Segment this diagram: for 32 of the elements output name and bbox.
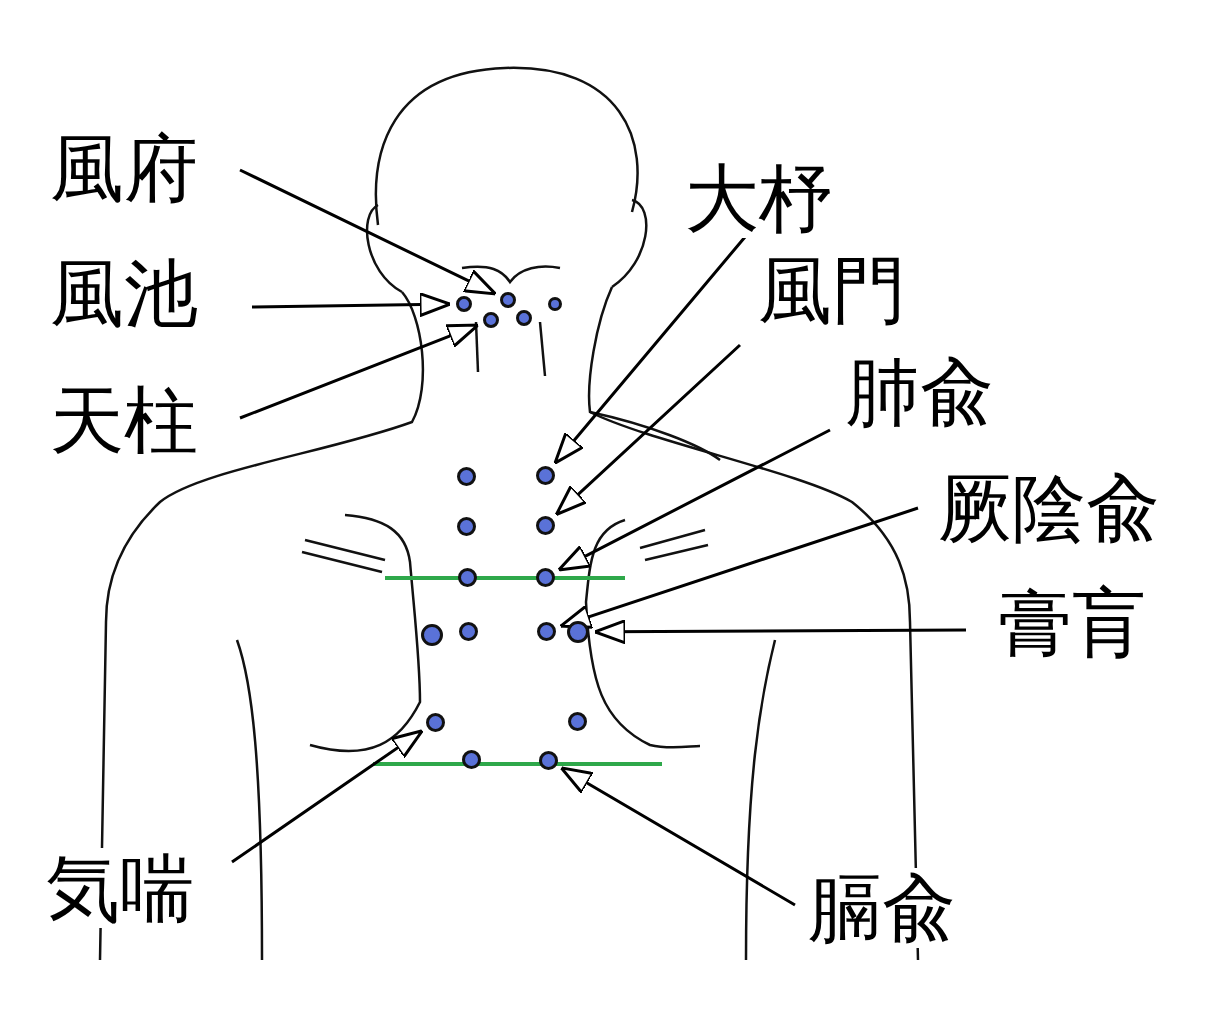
acupoint-dot [567,711,587,731]
leader-line [231,729,424,864]
leader-line [251,292,452,318]
acupoint-dot [535,515,555,535]
acupoint-dot [536,621,556,641]
acupoint-dot [421,624,443,646]
leader-line [559,766,796,907]
acupoint-dot [458,621,478,641]
leader-line [553,236,747,465]
leader-line [593,619,966,645]
acupoint-dot [483,312,499,328]
leader-line [559,506,919,629]
leader-line [239,168,497,296]
leader-line [554,343,741,516]
acupoint-dot [538,750,558,770]
acupoint-dot [535,567,555,587]
acupoint-dot [548,297,562,311]
acupoint-dot [457,567,477,587]
point-label: 膏肓 [998,582,1146,662]
acupoint-dot [456,466,476,486]
acupoint-dot [567,621,589,643]
point-label: 膈兪 [808,868,956,948]
acupoint-dot [456,516,476,536]
acupoint-dot [516,310,532,326]
acupoint-dot [535,465,555,485]
leader-line [239,323,480,420]
acupoint-dot [425,712,445,732]
acupoint-dot [456,296,472,312]
acupoint-dot [500,292,516,308]
leader-line [557,428,831,572]
acupoint-dot [461,749,481,769]
point-label: 気喘 [46,848,194,928]
